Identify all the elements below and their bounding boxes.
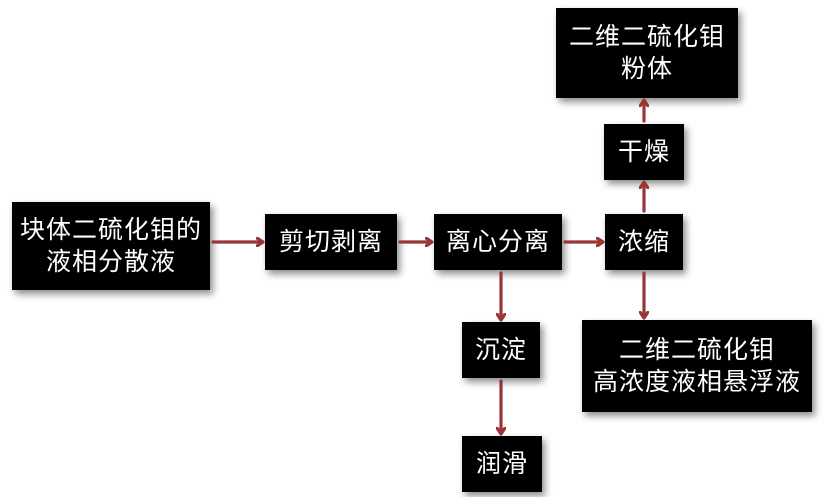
node-bulk-mos2-dispersion-line1: 块体二硫化钼的 [19,215,202,244]
node-sediment: 沉淀 [462,322,540,378]
node-lubrication: 润滑 [462,436,542,492]
node-drying-label: 干燥 [617,137,670,166]
node-mos2-powder-line2: 粉体 [620,54,673,83]
node-mos2-suspension-line2: 高浓度液相悬浮液 [592,367,801,396]
node-mos2-powder: 二维二硫化钼 粉体 [556,8,738,98]
node-concentration-label: 浓缩 [617,227,670,256]
node-bulk-mos2-dispersion: 块体二硫化钼的 液相分散液 [12,202,210,290]
node-bulk-mos2-dispersion-line2: 液相分散液 [45,247,176,276]
node-sediment-label: 沉淀 [474,335,527,364]
node-shear-exfoliation-label: 剪切剥离 [278,227,383,256]
node-centrifugation: 离心分离 [434,214,562,270]
node-mos2-suspension-line1: 二维二硫化钼 [618,335,775,364]
node-lubrication-label: 润滑 [475,449,528,478]
node-mos2-powder-line1: 二维二硫化钼 [568,22,725,51]
node-mos2-suspension: 二维二硫化钼 高浓度液相悬浮液 [582,320,812,412]
node-drying: 干燥 [604,124,684,180]
node-concentration: 浓缩 [605,214,683,270]
node-shear-exfoliation: 剪切剥离 [265,214,397,270]
node-centrifugation-label: 离心分离 [445,227,550,256]
